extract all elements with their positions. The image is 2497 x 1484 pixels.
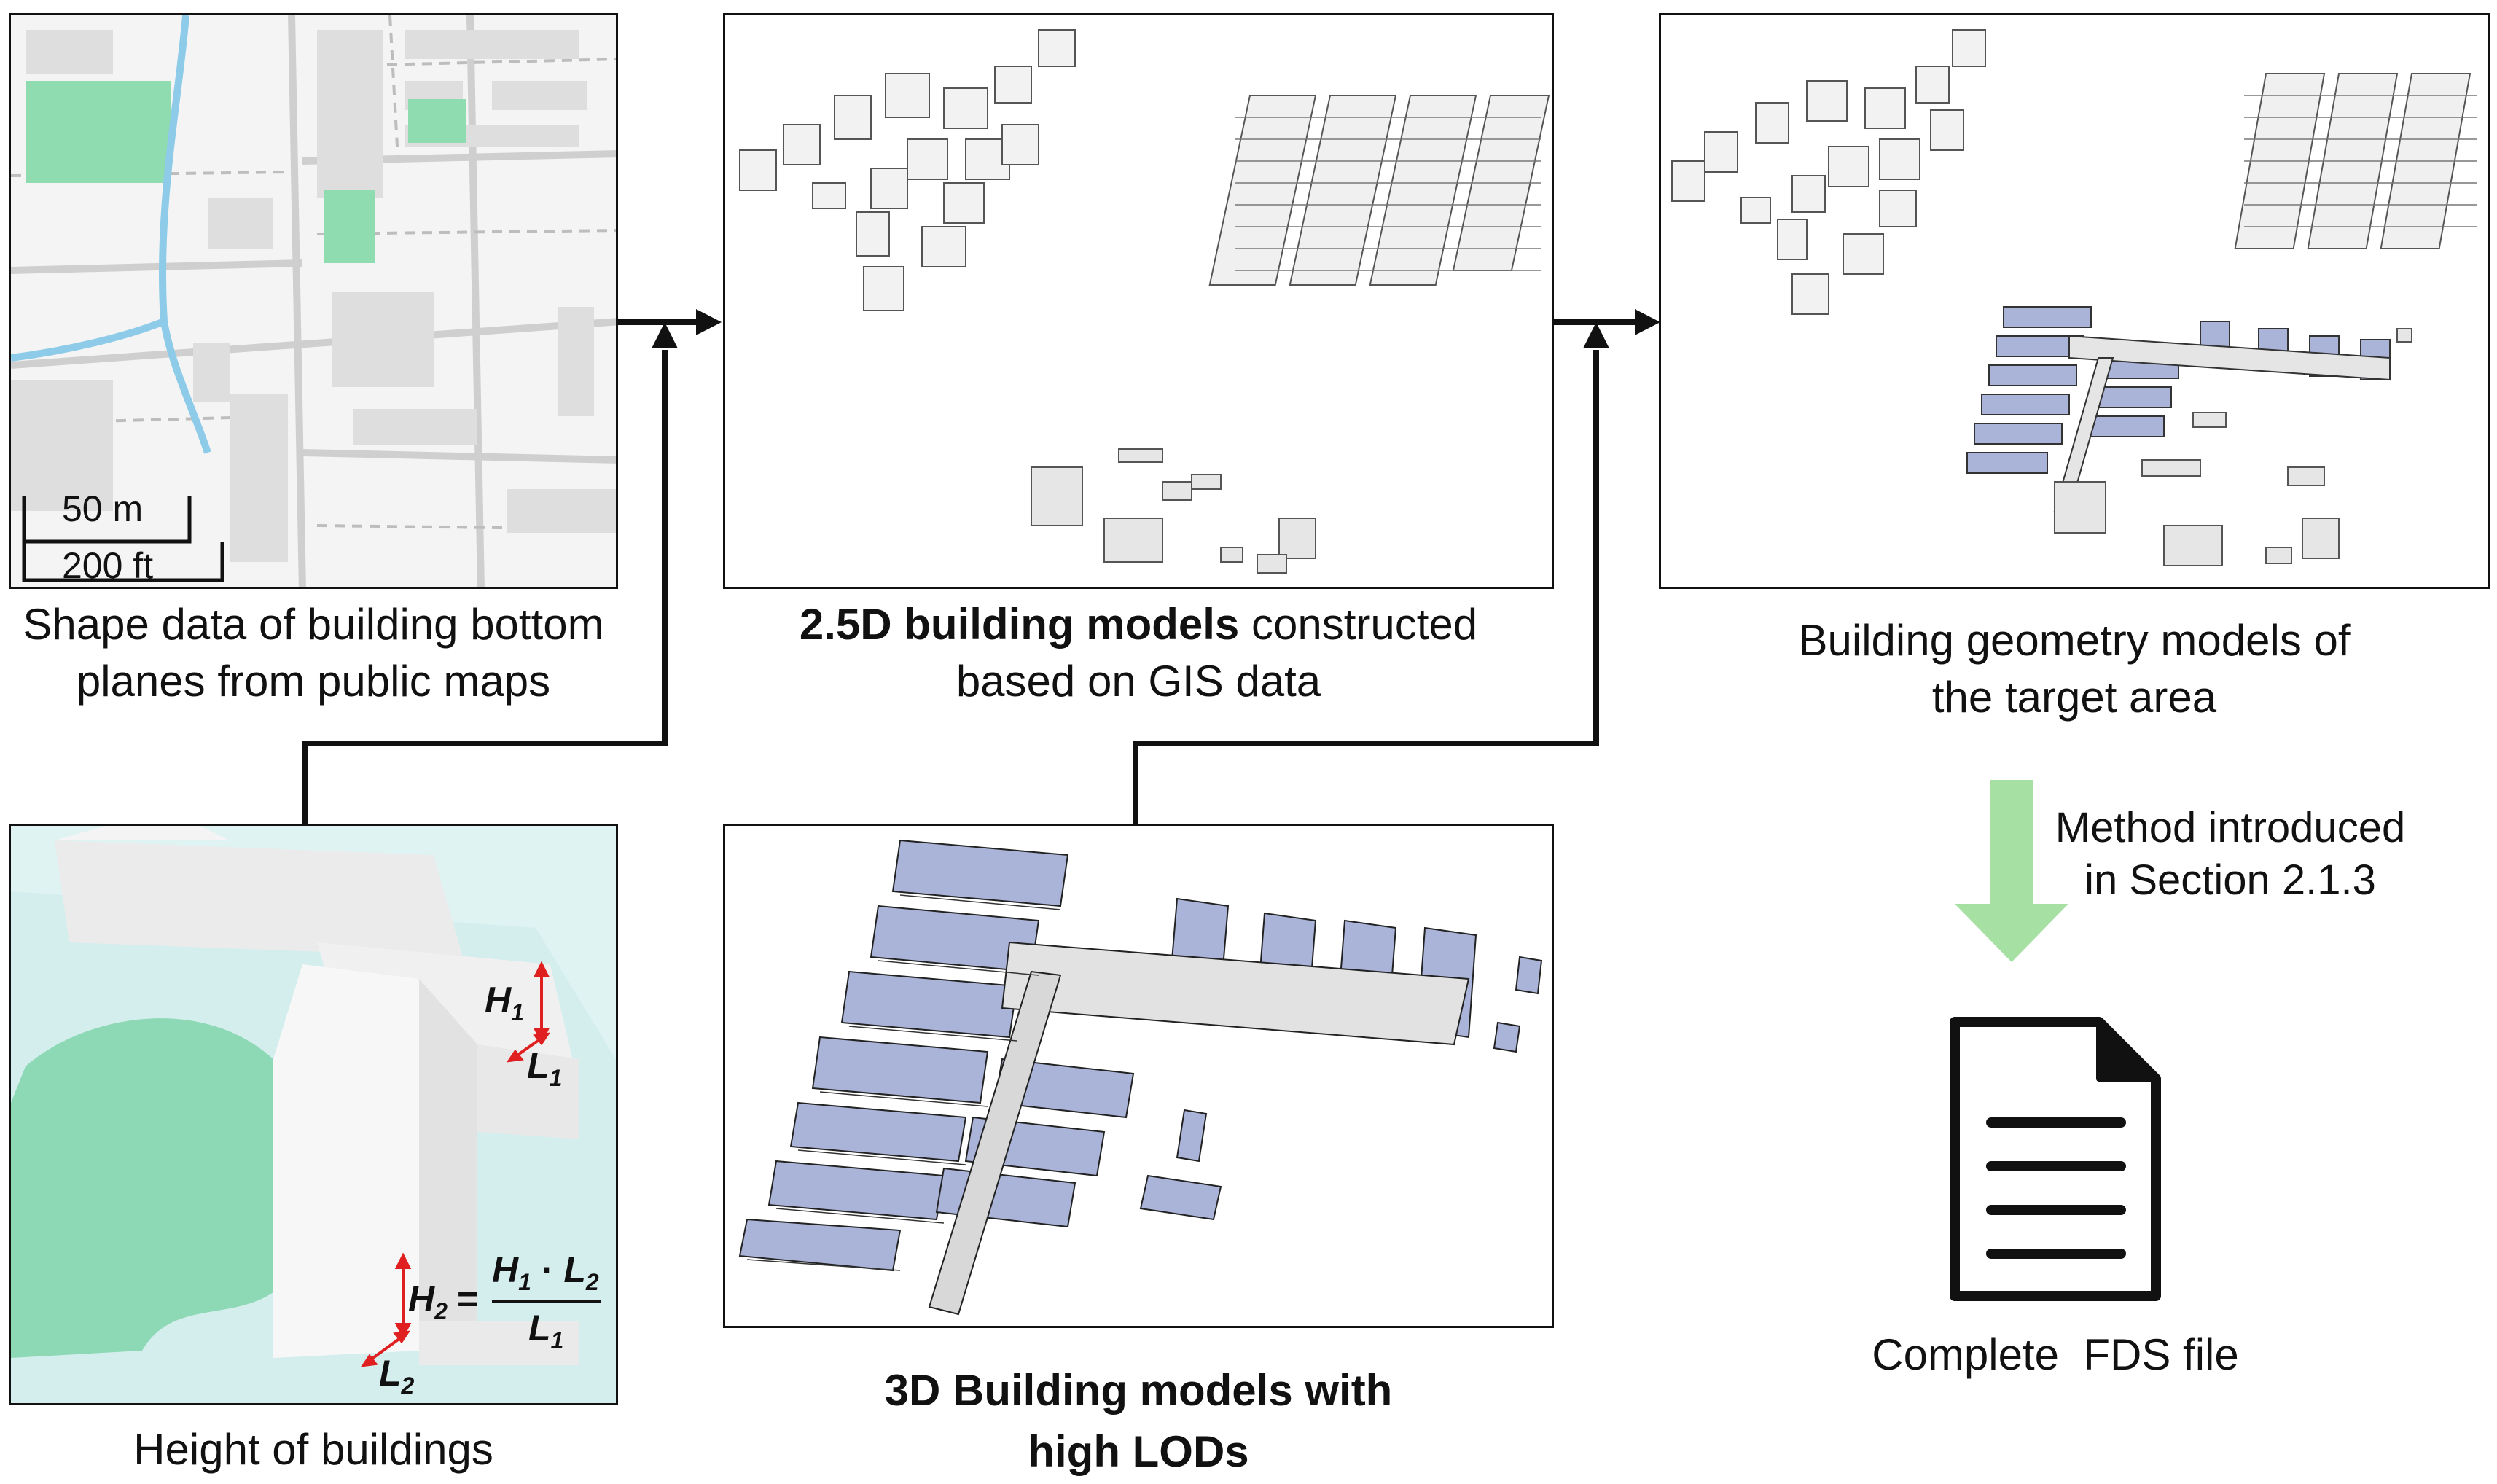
connector-height-to-gis [302,322,678,824]
map-graphic [11,15,616,587]
target-caption-line1: Building geometry models of [1798,616,2351,665]
gis-models-graphic [739,29,1550,574]
gis-models-caption-line2: based on GIS data [956,657,1321,706]
label-l1: L1 [527,1045,563,1091]
gis-models-caption: 2.5D building models constructed based o… [723,596,1554,710]
target-area-graphic [1671,29,2477,566]
building-height-graphic [11,826,616,1403]
green-down-arrow [1955,780,2068,962]
map-panel: 50 m 200 ft [9,13,618,589]
formula-equals: = [457,1278,479,1319]
lod-models-caption: 3D Building models with high LODs [723,1360,1554,1483]
label-h2: H2 [408,1278,448,1324]
document-file-icon [1950,1017,2161,1301]
building-height-panel: H1 L1 H2 L2 = H1 · L2 L1 [9,824,618,1405]
lod-caption-line2: high LODs [1028,1427,1249,1476]
target-area-caption: Building geometry models of the target a… [1659,612,2490,726]
label-l2: L2 [379,1353,415,1399]
fds-file-caption: Complete FDS file [1872,1330,2239,1379]
label-h1: H1 [485,980,524,1026]
map-caption: Shape data of building bottom planes fro… [0,596,627,710]
lod-models-graphic [738,839,1543,1316]
building-height-caption: Height of buildings [133,1425,493,1474]
lod-caption-line1: 3D Building models with [884,1366,1393,1415]
method-note: Method introduced in Section 2.1.3 [2041,802,2420,907]
scale-label-feet: 200 ft [62,545,154,586]
scale-label-meters: 50 m [62,488,144,529]
gis-caption-bold: 2.5D building models [799,600,1240,649]
gis-models-panel [723,13,1554,589]
target-caption-line2: the target area [1931,673,2217,722]
lod-models-panel [723,824,1554,1328]
formula-denominator: L1 [528,1308,564,1354]
map-caption-line1: Shape data of building bottom [23,600,604,649]
method-note-line2: in Section 2.1.3 [2084,856,2376,904]
connector-lod-to-target [1133,322,1609,824]
gis-caption-rest: constructed [1239,600,1478,649]
formula-numerator: H1 · L2 [492,1249,599,1295]
formula-fraction-bar [492,1300,601,1303]
gis-models-caption-line1: 2.5D building models constructed [723,596,1554,653]
arrow-gis-to-target [1552,309,1660,335]
map-caption-line2: planes from public maps [76,657,551,706]
method-note-line1: Method introduced [2055,804,2406,851]
arrow-map-to-gis [617,309,722,335]
target-area-panel [1659,13,2490,589]
scale-bar [22,496,224,582]
